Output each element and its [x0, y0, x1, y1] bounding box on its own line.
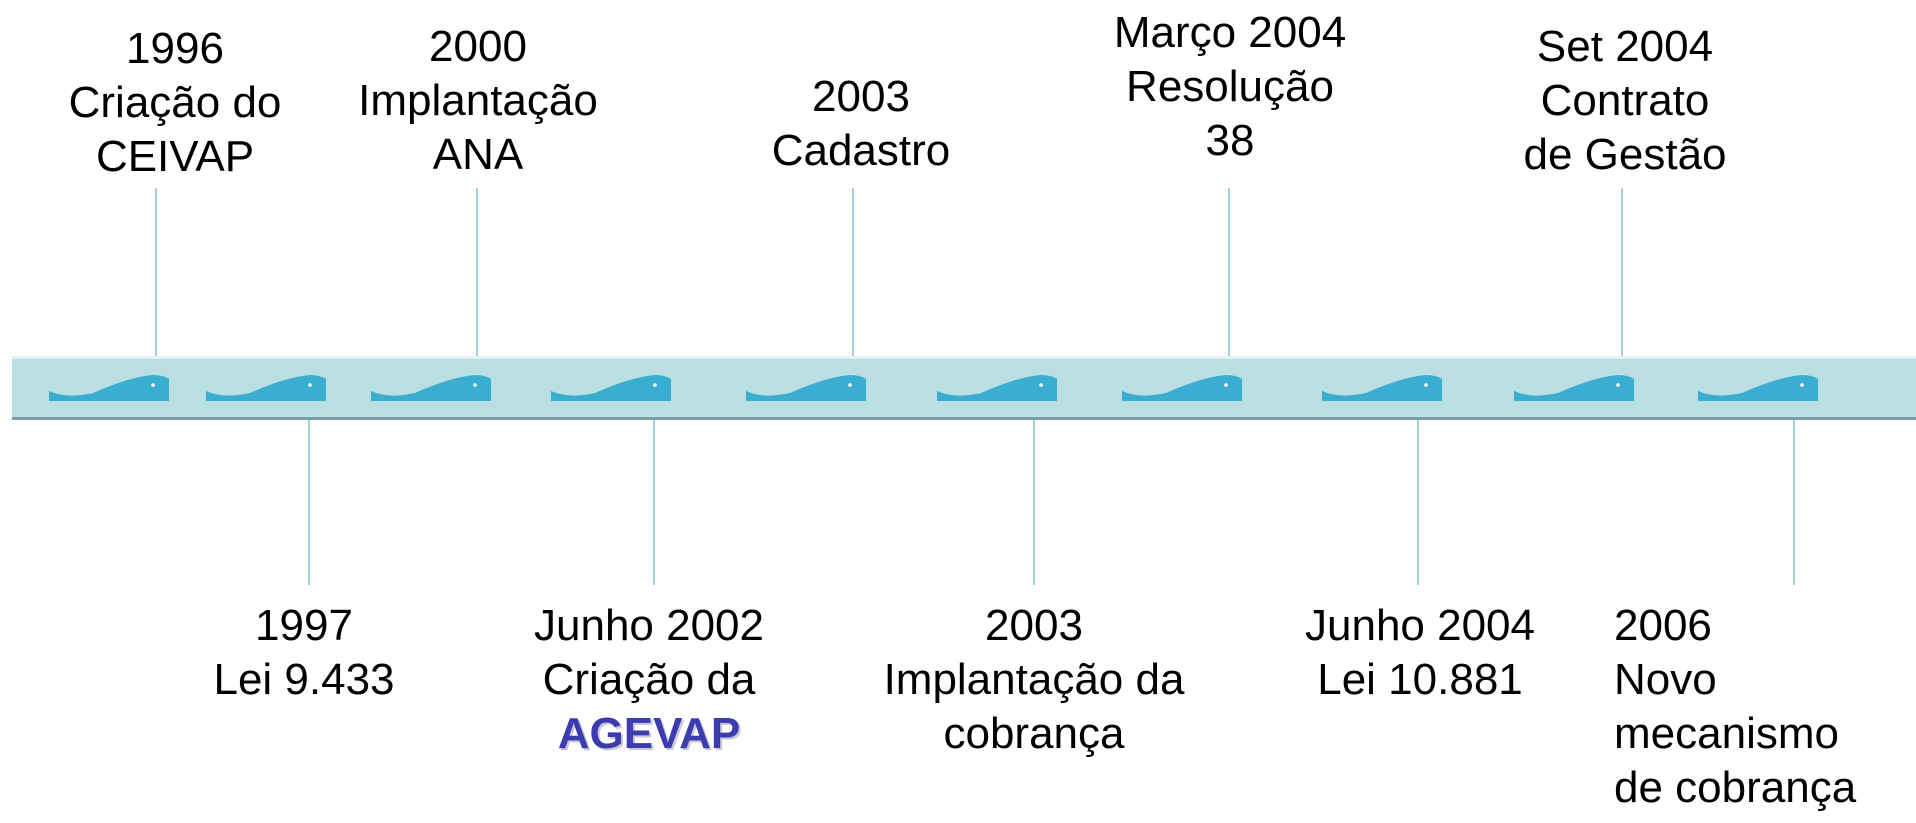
event-text: 38 [1205, 116, 1255, 165]
event-year: 2003 [985, 601, 1083, 650]
wave-icon [1322, 375, 1442, 401]
connector-line [1417, 420, 1419, 585]
event-text: CEIVAP [95, 132, 255, 181]
agevap-emphasis: AGEVAP [557, 709, 741, 758]
connector-line [308, 420, 310, 585]
event-year: 2006 [1614, 601, 1712, 650]
event-label-1997: 1997 Lei 9.433 [184, 599, 424, 707]
connector-line [1793, 420, 1795, 585]
event-label-set-2004: Set 2004 Contrato de Gestão [1500, 20, 1750, 182]
wave-icon [1698, 375, 1818, 401]
event-label-2006: 2006 Novo mecanismo de cobrança [1614, 599, 1904, 815]
event-year: 1997 [255, 601, 353, 650]
event-text: Resolução [1126, 62, 1334, 111]
event-year: Set 2004 [1536, 22, 1714, 71]
event-label-2000: 2000 Implantação ANA [338, 20, 618, 182]
event-label-1996: 1996 Criação do CEIVAP [50, 22, 300, 184]
wave-icon [1514, 375, 1634, 401]
wave-icon [371, 375, 491, 401]
connector-line [653, 420, 655, 585]
wave-icon [746, 375, 866, 401]
event-label-2003-cobranca: 2003 Implantação da cobrança [864, 599, 1204, 761]
event-text: Lei 9.433 [213, 655, 395, 704]
event-year: Junho 2004 [1305, 601, 1535, 650]
event-text: Criação da [542, 655, 756, 704]
wave-icon [206, 375, 326, 401]
event-label-2003-cadastro: 2003 Cadastro [736, 70, 986, 178]
event-year: Junho 2002 [534, 601, 764, 650]
wave-icon [551, 375, 671, 401]
event-year: Março 2004 [1113, 8, 1347, 57]
event-text: Criação do [68, 78, 282, 127]
event-text: mecanismo [1614, 709, 1839, 758]
event-text: cobrança [943, 709, 1125, 758]
connector-line [1621, 188, 1623, 356]
event-text: Novo [1614, 655, 1717, 704]
event-text: Implantação da [883, 655, 1185, 704]
wave-icon [49, 375, 169, 401]
event-label-junho-2004: Junho 2004 Lei 10.881 [1290, 599, 1550, 707]
event-year: 2000 [429, 22, 527, 71]
wave-icon [1122, 375, 1242, 401]
event-label-marco-2004: Março 2004 Resolução 38 [1100, 6, 1360, 168]
event-year: 2003 [812, 72, 910, 121]
connector-line [1033, 420, 1035, 585]
wave-icon [937, 375, 1057, 401]
event-label-junho-2002: Junho 2002 Criação da AGEVAP [514, 599, 784, 761]
event-text: Cadastro [771, 126, 951, 175]
event-text: de cobrança [1614, 763, 1857, 812]
connector-line [1228, 188, 1230, 356]
connector-line [476, 188, 478, 356]
event-text: Lei 10.881 [1317, 655, 1523, 704]
connector-line [852, 188, 854, 356]
connector-line [155, 188, 157, 356]
event-text: de Gestão [1523, 130, 1727, 179]
event-text: Implantação [358, 76, 598, 125]
event-year: 1996 [126, 24, 224, 73]
event-text: Contrato [1540, 76, 1710, 125]
event-text: ANA [432, 130, 524, 179]
